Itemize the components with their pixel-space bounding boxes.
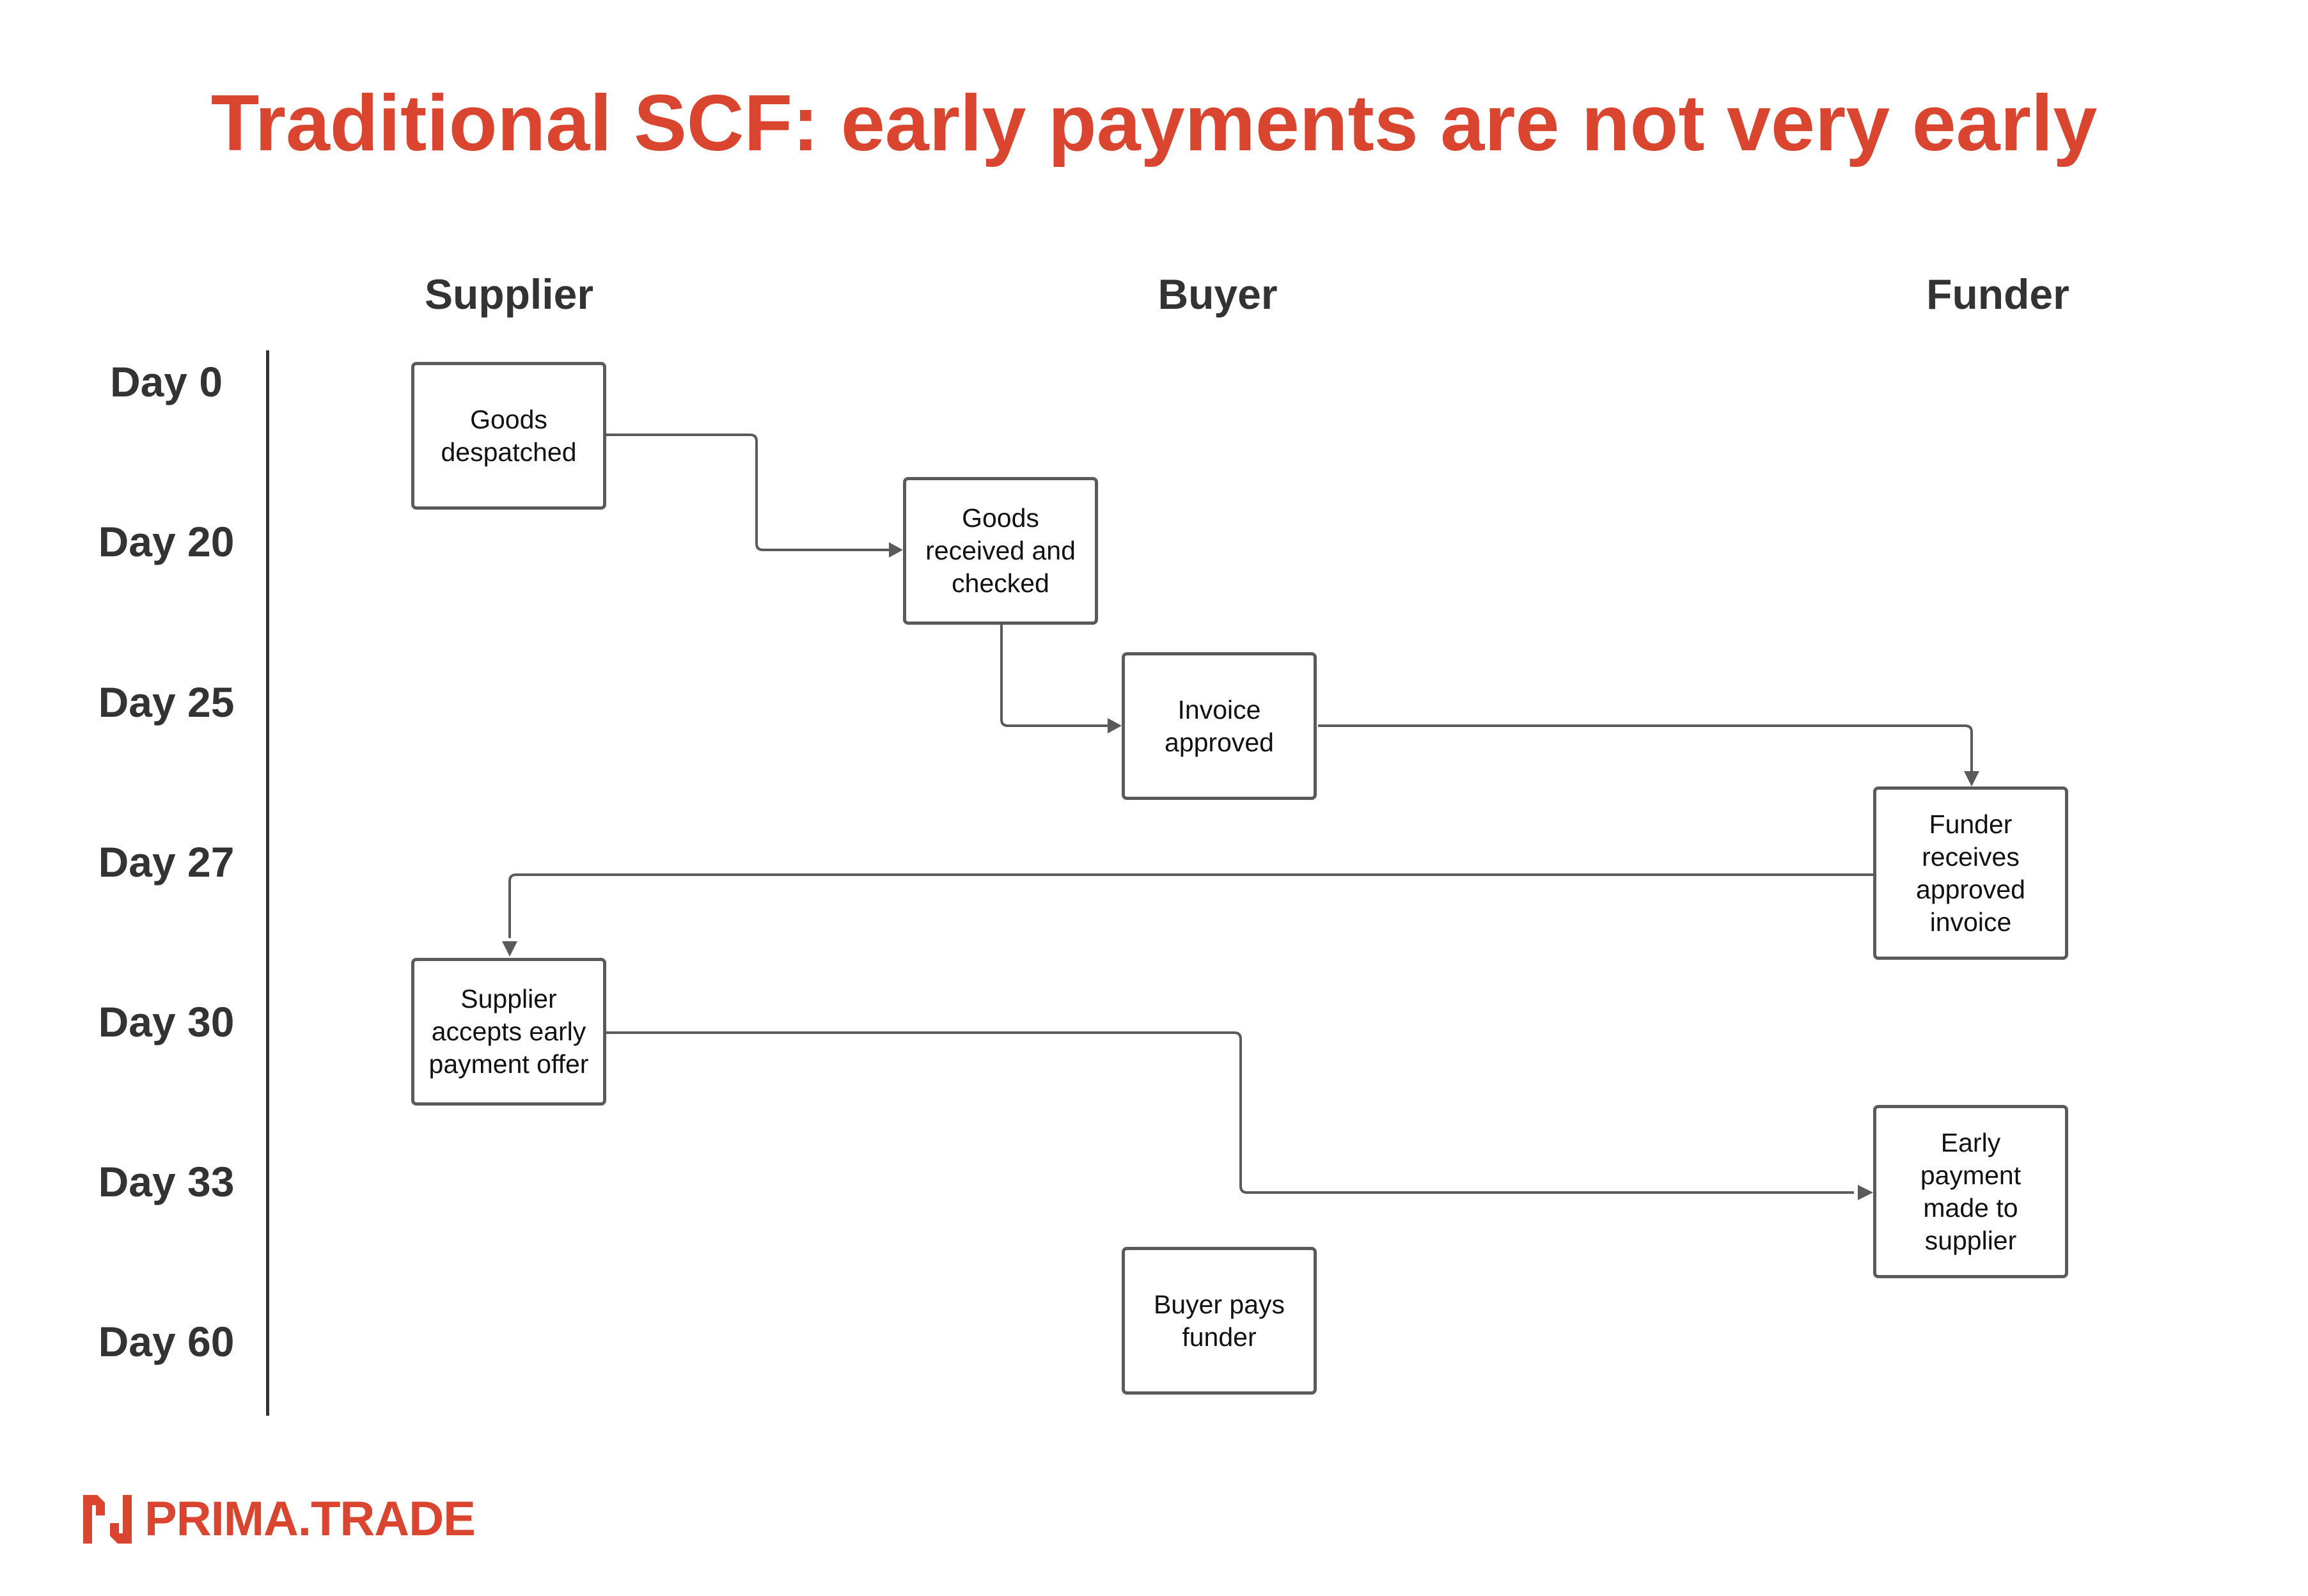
step-goods-despatched-label: Goods despatched: [441, 404, 577, 467]
connector-received-to-invoice: [1000, 623, 1111, 727]
step-goods-received: Goods received and checked: [903, 477, 1098, 625]
timeline-axis: [266, 350, 269, 1416]
column-header-funder: Funder: [1926, 270, 2069, 318]
day-label-33: Day 33: [98, 1158, 235, 1205]
diagram-title: Traditional SCF: early payments are not …: [210, 79, 2098, 168]
column-header-buyer: Buyer: [1158, 270, 1278, 318]
day-label-20: Day 20: [98, 518, 235, 565]
arrowhead-invoice: [1108, 718, 1122, 733]
step-funder-receives-invoice-label: Funder receives approved invoice: [1916, 809, 2025, 937]
step-supplier-accepts-offer: Supplier accepts early payment offer: [411, 958, 606, 1106]
connector-funder-to-supplier: [508, 873, 1873, 938]
column-header-supplier: Supplier: [424, 270, 594, 318]
step-goods-despatched: Goods despatched: [411, 362, 606, 510]
arrowhead-supplier: [502, 941, 517, 957]
arrowhead-funder: [1964, 771, 1979, 786]
connector-invoice-to-funder: [1318, 724, 1973, 772]
step-supplier-accepts-offer-label: Supplier accepts early payment offer: [428, 984, 589, 1079]
arrowhead-early-payment: [1858, 1185, 1873, 1200]
step-invoice-approved-label: Invoice approved: [1165, 694, 1274, 757]
step-early-payment-made-label: Early payment made to supplier: [1920, 1127, 2021, 1255]
prima-trade-logo-icon: [83, 1495, 132, 1544]
step-funder-receives-invoice: Funder receives approved invoice: [1873, 786, 2068, 960]
day-label-27: Day 27: [98, 838, 235, 886]
step-goods-received-label: Goods received and checked: [925, 503, 1076, 598]
step-invoice-approved: Invoice approved: [1122, 652, 1317, 800]
step-early-payment-made: Early payment made to supplier: [1873, 1105, 2068, 1278]
prima-trade-logo: PRIMA.TRADE: [79, 1489, 476, 1550]
day-label-30: Day 30: [98, 998, 235, 1045]
connector-despatched-to-received: [604, 434, 892, 551]
step-buyer-pays-funder-label: Buyer pays funder: [1153, 1289, 1285, 1352]
day-label-60: Day 60: [98, 1318, 235, 1365]
connector-accepts-to-payment: [604, 1031, 1854, 1194]
step-buyer-pays-funder: Buyer pays funder: [1122, 1247, 1317, 1395]
prima-trade-logo-text: PRIMA.TRADE: [145, 1492, 476, 1546]
arrowhead-received: [889, 542, 903, 558]
day-label-25: Day 25: [98, 678, 235, 726]
day-label-0: Day 0: [109, 358, 223, 405]
